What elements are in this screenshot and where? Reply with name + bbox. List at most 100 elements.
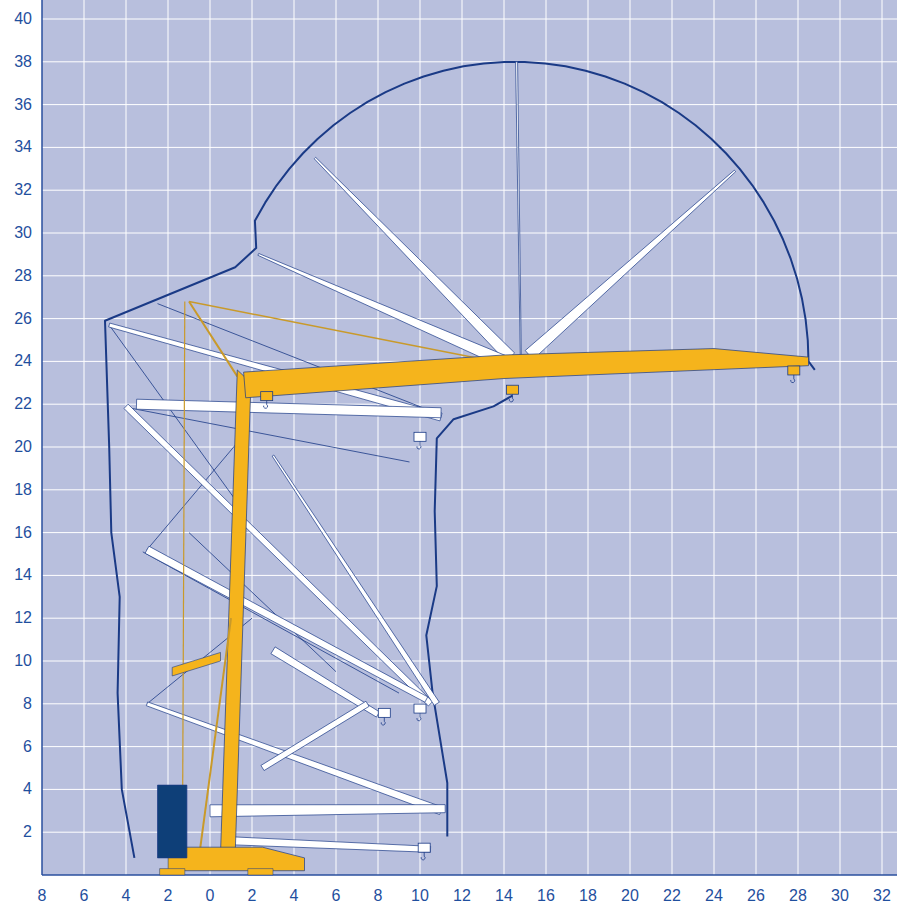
grid-line	[588, 0, 589, 875]
mast-head-strut	[189, 301, 237, 376]
crane-drawing	[105, 62, 815, 875]
y-axis-label: 38	[14, 53, 32, 71]
y-axis-label: 16	[14, 524, 32, 542]
x-axis-label: 0	[206, 887, 215, 905]
grid-line	[378, 0, 379, 875]
ghost-jib	[525, 170, 735, 359]
crane-base	[168, 847, 305, 871]
grid-line	[798, 0, 799, 875]
ghost-jib	[261, 701, 369, 770]
crane-mast	[221, 370, 251, 854]
x-axis-label: 26	[747, 887, 765, 905]
x-axis-label: 2	[248, 887, 257, 905]
grid-line	[42, 61, 897, 62]
x-axis-label: 32	[873, 887, 891, 905]
hook	[421, 852, 425, 860]
grid-line	[42, 661, 897, 662]
grid-line	[42, 147, 897, 148]
ghost-cable	[109, 325, 243, 511]
grid-line	[294, 0, 295, 875]
grid-line	[840, 0, 841, 875]
grid-lines	[42, 19, 897, 832]
x-axis-label: 6	[80, 887, 89, 905]
hoist-rope	[183, 301, 185, 789]
grid-line	[84, 0, 85, 875]
grid-line	[42, 575, 897, 576]
grid-line	[42, 104, 897, 105]
x-axis-label: 16	[537, 887, 555, 905]
grid-line	[42, 275, 897, 276]
y-axis-label: 22	[14, 395, 32, 413]
y-axis-label: 40	[14, 10, 32, 28]
hook	[509, 394, 513, 402]
crane-jib	[244, 349, 809, 398]
grid-line	[42, 703, 897, 704]
y-axis-label: 8	[23, 695, 32, 713]
y-axis-label: 34	[14, 138, 32, 156]
hook	[417, 713, 421, 721]
x-axis-label: 8	[38, 887, 47, 905]
outrigger-pad	[248, 869, 273, 875]
crane-part	[172, 652, 220, 676]
working-envelope	[105, 62, 815, 858]
x-axis-label: 8	[374, 887, 383, 905]
grid-line	[42, 746, 897, 747]
grid-line	[882, 0, 883, 875]
y-axis-label: 32	[14, 181, 32, 199]
counterweight	[158, 785, 187, 858]
y-axis-label: 2	[23, 823, 32, 841]
x-axis-label: 10	[411, 887, 429, 905]
mast-brace	[200, 618, 232, 853]
x-axis-label: 4	[290, 887, 299, 905]
grid-line	[42, 190, 897, 191]
working-envelope	[426, 396, 512, 837]
ghost-cable	[147, 443, 237, 550]
y-axis-label: 24	[14, 352, 32, 370]
jib-tie	[189, 301, 483, 359]
grid-line	[42, 19, 897, 20]
hook-block	[414, 704, 426, 713]
hook	[417, 441, 421, 449]
grid-lines	[84, 0, 882, 875]
grid-line	[168, 0, 169, 875]
ghost-jib	[124, 404, 433, 706]
outrigger-pad	[160, 869, 185, 875]
y-axis-label: 36	[14, 96, 32, 114]
y-axis-label: 20	[14, 438, 32, 456]
x-axis-label: 24	[705, 887, 723, 905]
x-axis-label: 2	[164, 887, 173, 905]
grid-line	[630, 0, 631, 875]
x-axis-label: 20	[621, 887, 639, 905]
grid-line	[462, 0, 463, 875]
grid-line	[672, 0, 673, 875]
ghost-cable	[143, 552, 399, 693]
y-axis-label: 26	[14, 310, 32, 328]
hook-block	[418, 843, 430, 852]
x-axis-label: 12	[453, 887, 471, 905]
y-axis-label: 14	[14, 566, 32, 584]
grid-line	[126, 0, 127, 875]
y-axis-label: 10	[14, 652, 32, 670]
grid-line	[546, 0, 547, 875]
ghost-jib	[314, 157, 514, 361]
plot-ground	[42, 0, 897, 875]
grid-line	[210, 0, 211, 875]
ghost-jib	[136, 399, 441, 418]
y-axis	[41, 0, 43, 875]
ghost-jib	[146, 702, 442, 815]
grid-line	[336, 0, 337, 875]
hook-block	[378, 708, 390, 717]
grid-line	[42, 489, 897, 490]
grid-line	[756, 0, 757, 875]
x-axis-label: 14	[495, 887, 513, 905]
grid-line	[42, 532, 897, 533]
hook-block	[414, 432, 426, 441]
y-axis-label: 4	[23, 780, 32, 798]
y-axis-label: 18	[14, 481, 32, 499]
x-axis-label: 30	[831, 887, 849, 905]
y-axis-label: 28	[14, 267, 32, 285]
x-axis-label: 6	[332, 887, 341, 905]
ghost-jib	[210, 805, 445, 817]
x-axis-label: 18	[579, 887, 597, 905]
